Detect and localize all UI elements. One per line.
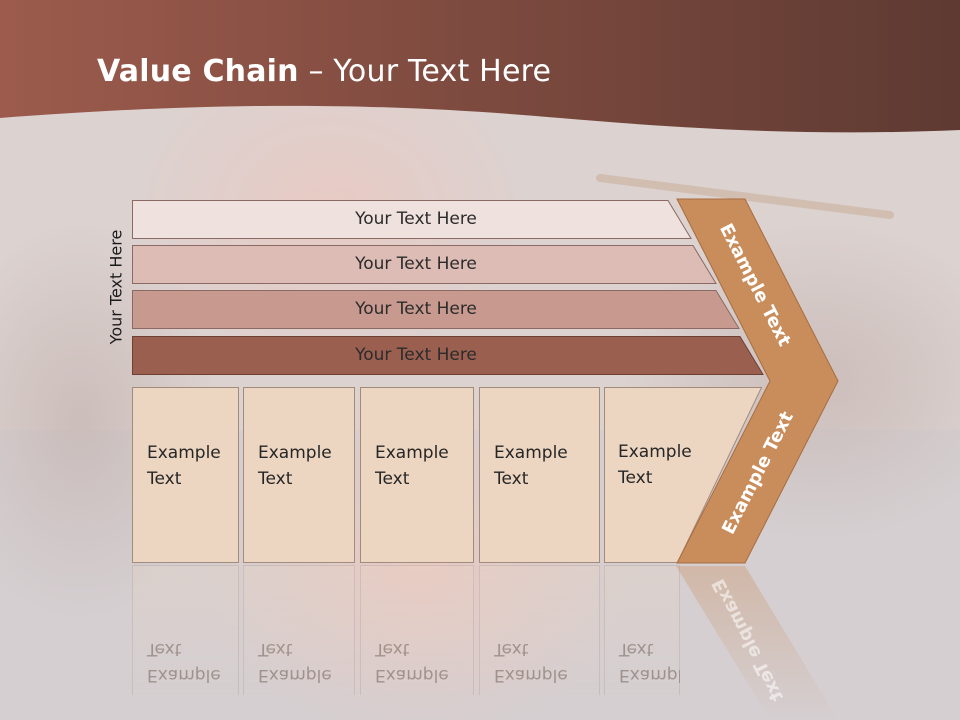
chevron-reflection	[676, 566, 838, 720]
title-bold: Value Chain	[97, 54, 299, 89]
box-line-2: Text	[375, 469, 410, 489]
box-line-2: Text	[618, 468, 653, 488]
example-box-1: Example Text	[132, 387, 239, 563]
box-line-2: Text	[147, 469, 182, 489]
example-box-2: Example Text	[243, 387, 355, 563]
box-line-2: Text	[258, 469, 293, 489]
bar-shape	[132, 200, 692, 239]
box-line-1: Example	[375, 443, 449, 463]
bar-shape	[132, 245, 717, 284]
box-line-1: Example	[258, 443, 332, 463]
box-line-2: Text	[494, 469, 529, 489]
example-box-4: Example Text	[479, 387, 600, 563]
example-box-3: Example Text	[360, 387, 474, 563]
bar-shape	[132, 290, 740, 329]
value-bar-1: Your Text Here	[132, 200, 692, 239]
bar-label: Your Text Here	[355, 254, 477, 274]
value-bar-4: Your Text Here	[132, 336, 764, 375]
bar-label: Your Text Here	[355, 209, 477, 229]
box-line-1: Example	[494, 443, 568, 463]
bar-label: Your Text Here	[355, 299, 477, 319]
bar-shape	[132, 336, 764, 375]
bar-label: Your Text Here	[355, 345, 477, 365]
title-rest: – Your Text Here	[298, 54, 552, 89]
box-line-1: Example	[618, 442, 692, 462]
slide-title: Value Chain – Your Text Here	[97, 54, 551, 89]
value-bar-3: Your Text Here	[132, 290, 740, 329]
box-line-1: Example	[147, 443, 221, 463]
value-bar-2: Your Text Here	[132, 245, 717, 284]
chevron-shape	[676, 198, 839, 564]
